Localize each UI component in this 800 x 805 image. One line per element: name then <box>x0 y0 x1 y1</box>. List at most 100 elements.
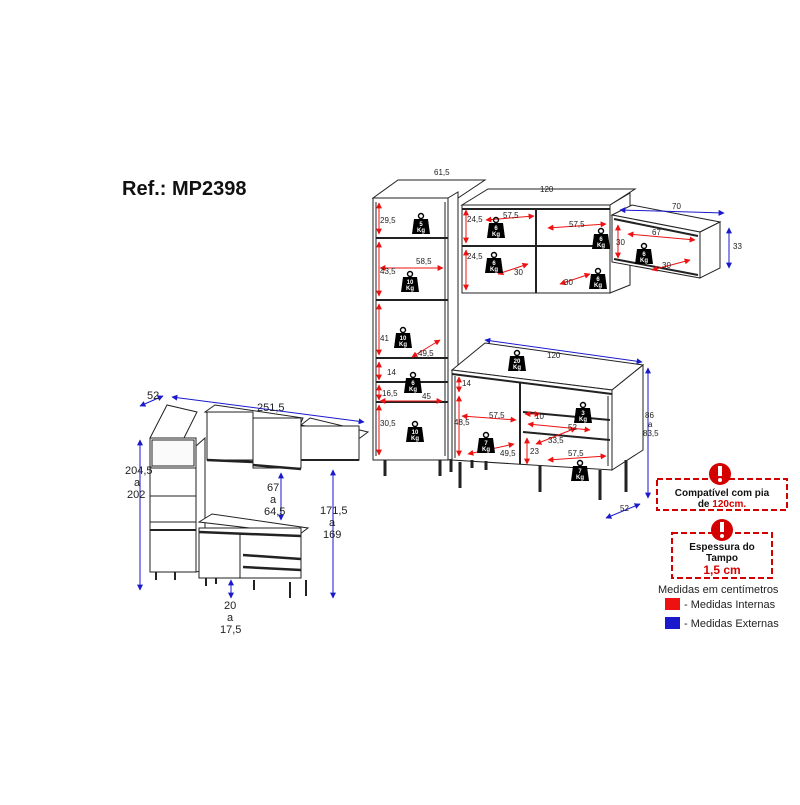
small-depth: 30 <box>662 261 671 270</box>
svg-text:6: 6 <box>599 237 603 243</box>
tower-w2: 49,5 <box>418 349 434 358</box>
small-dimension-text: 70 67 30 30 33 <box>616 202 742 270</box>
svg-text:7: 7 <box>484 441 488 447</box>
svg-text:Kg: Kg <box>492 232 500 238</box>
svg-text:Kg: Kg <box>417 228 425 234</box>
legend-internal-swatch <box>665 598 680 610</box>
overview-gap-b: 64,5 <box>264 506 285 518</box>
svg-text:6: 6 <box>494 226 498 232</box>
small-height: 33 <box>733 242 742 251</box>
upper-d1: 30 <box>514 268 523 277</box>
overview-leg-b: 17,5 <box>220 624 241 636</box>
warning-icon <box>711 519 733 541</box>
base-w1: 57,5 <box>489 411 505 420</box>
tabletop-warning: Espessura do Tampo 1,5 cm <box>671 519 773 579</box>
base-h2: 48,5 <box>454 418 470 427</box>
base-cabinet <box>450 342 645 500</box>
base-h3: 23 <box>530 447 539 456</box>
tower-h3: 41 <box>380 334 389 343</box>
svg-text:10: 10 <box>412 430 419 436</box>
svg-text:6: 6 <box>492 261 496 267</box>
svg-text:10: 10 <box>400 336 407 342</box>
base-width: 120 <box>547 351 561 360</box>
svg-text:Kg: Kg <box>490 267 498 273</box>
weight-icon: 6Kg <box>486 216 506 239</box>
small-dimension-lines <box>615 207 732 272</box>
overview-counter-h-a: 171,5 <box>320 505 348 517</box>
tabletop-warning-value: 1,5 cm <box>703 563 740 577</box>
weight-icon: 7Kg <box>570 459 590 482</box>
tower-cabinet <box>371 179 487 476</box>
legend-title: Medidas em centímetros <box>658 584 779 596</box>
svg-text:Kg: Kg <box>579 417 587 423</box>
weight-icon: 6Kg <box>588 267 608 290</box>
overview-counter-h-sep: a <box>329 517 336 529</box>
legend-external-label: - Medidas Externas <box>684 618 779 630</box>
svg-text:6: 6 <box>642 252 646 258</box>
tower-h6: 30,5 <box>380 419 396 428</box>
tabletop-warning-line1: Espessura do <box>689 542 755 553</box>
tower-w3: 45 <box>422 392 431 401</box>
weight-icon: 3Kg <box>573 401 593 424</box>
base-height-b: 83,5 <box>643 429 659 438</box>
base-height-a: 86 <box>645 411 654 420</box>
svg-text:Kg: Kg <box>399 342 407 348</box>
svg-text:6: 6 <box>411 381 415 387</box>
base-depth: 52 <box>620 504 629 513</box>
upper-h2: 24,5 <box>467 252 483 261</box>
svg-text:Kg: Kg <box>513 365 521 371</box>
base-w2: 49,5 <box>500 449 516 458</box>
overview-height-a: 204,5 <box>125 465 153 477</box>
base-height-sep: a <box>648 420 653 429</box>
svg-text:Kg: Kg <box>597 243 605 249</box>
tower-w1: 58,5 <box>416 257 432 266</box>
legend-internal-label: - Medidas Internas <box>684 599 776 611</box>
weight-icon: 5Kg <box>411 212 431 235</box>
overview-dimension-lines <box>137 394 365 599</box>
upper-h1: 24,5 <box>467 215 483 224</box>
base-w4: 52 <box>568 423 577 432</box>
base-w5: 33,5 <box>548 436 564 445</box>
overview-gap-a: 67 <box>267 482 279 494</box>
overview-width-label: 251,5 <box>257 402 285 414</box>
upper-dimension-text: 120 24,5 24,5 57,5 57,5 30 30 <box>467 185 585 287</box>
small-width: 70 <box>672 202 681 211</box>
tower-h1: 29,5 <box>380 216 396 225</box>
upper-cabinets <box>460 188 637 294</box>
tabletop-warning-line2: Tampo <box>706 553 738 564</box>
overview-counter-h-b: 169 <box>323 529 341 541</box>
svg-text:10: 10 <box>407 280 414 286</box>
warning-icon <box>709 463 731 485</box>
overview-height-b: 202 <box>127 489 145 501</box>
sink-warning-line1: Compatível com pia <box>675 488 770 499</box>
upper-d2: 30 <box>564 278 573 287</box>
svg-text:6: 6 <box>596 277 600 283</box>
overview-leg-a: 20 <box>224 600 236 612</box>
tower-h4: 14 <box>387 368 396 377</box>
sink-warning: Compatível com pia de 120cm. <box>656 463 788 511</box>
svg-text:20: 20 <box>514 359 521 365</box>
svg-text:Kg: Kg <box>576 475 584 481</box>
small-inner-w: 67 <box>652 228 661 237</box>
svg-text:7: 7 <box>578 469 582 475</box>
tower-h5: 16,5 <box>382 389 398 398</box>
overview-leg-sep: a <box>227 612 234 624</box>
overview-kitchen <box>149 404 370 598</box>
svg-text:Kg: Kg <box>406 286 414 292</box>
tower-dimension-lines <box>376 202 444 456</box>
reference-title: Ref.: MP2398 <box>122 178 247 200</box>
sink-warning-line2: de 120cm. <box>698 499 747 510</box>
svg-text:3: 3 <box>581 411 585 417</box>
upper-w1: 57,5 <box>503 211 519 220</box>
svg-text:Kg: Kg <box>409 387 417 393</box>
legend-external-swatch <box>665 617 680 629</box>
weight-icon: 6Kg <box>403 371 423 394</box>
svg-text:Kg: Kg <box>640 258 648 264</box>
